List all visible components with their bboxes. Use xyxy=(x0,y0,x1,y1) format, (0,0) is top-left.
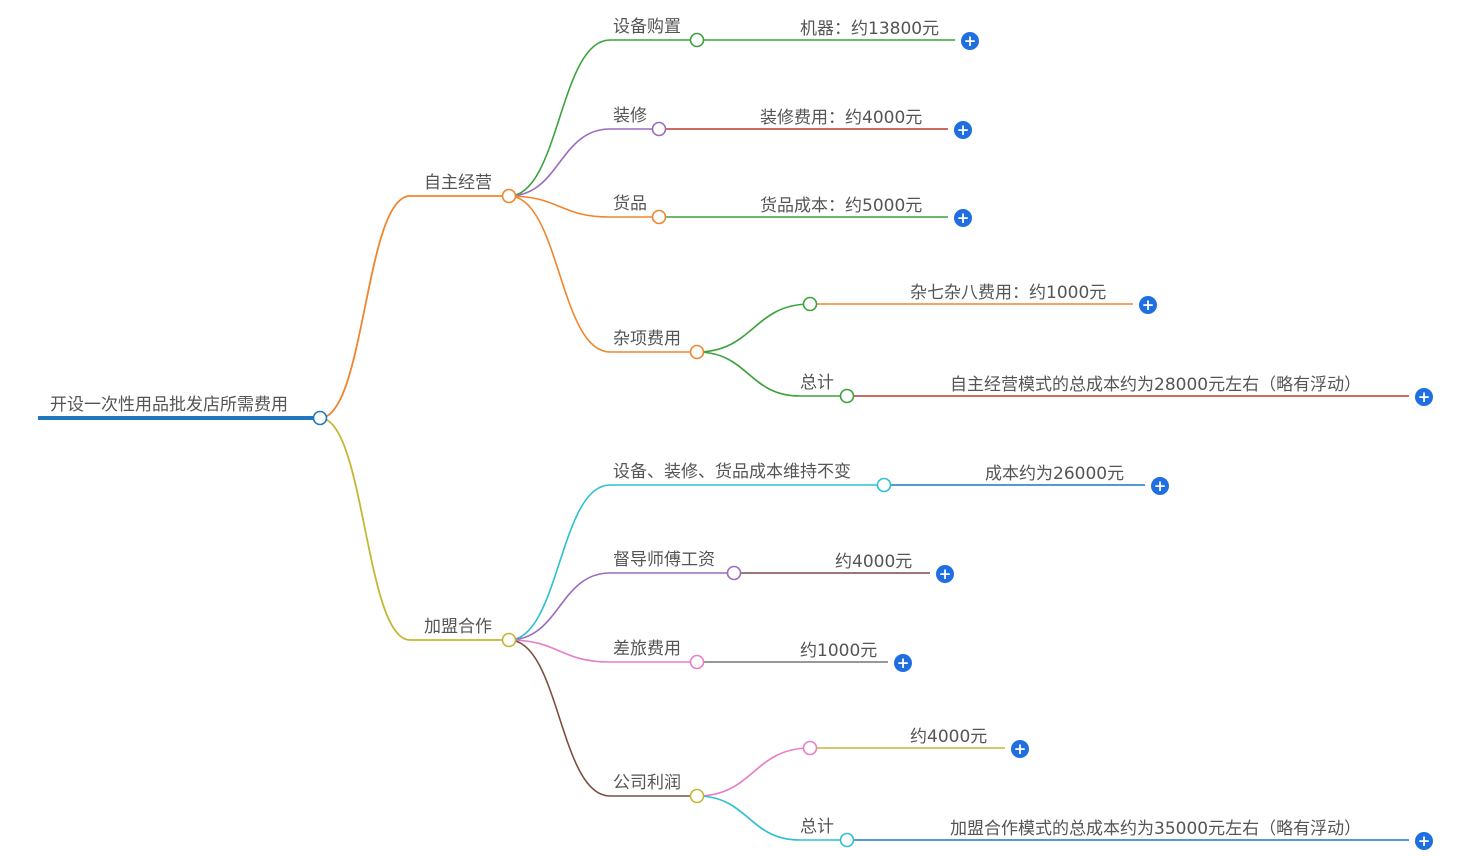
expand-node-button[interactable]: + xyxy=(936,565,954,583)
expand-node-button[interactable]: + xyxy=(1415,388,1433,406)
expand-node-button[interactable]: + xyxy=(894,654,912,672)
subtopic-label: 督导师傅工资 xyxy=(613,550,715,570)
branch-node-circle xyxy=(501,188,517,204)
subtopic-label: 差旅费用 xyxy=(613,639,681,659)
expand-node-button[interactable]: + xyxy=(1151,477,1169,495)
subtopic-connector xyxy=(508,639,611,797)
detail-label: 总计 xyxy=(800,373,834,393)
subtopic-connector xyxy=(508,195,611,353)
subtopic-node-circle xyxy=(689,344,705,360)
detail-connector xyxy=(696,795,801,841)
leaf-label: 杂七杂八费用：约1000元 xyxy=(910,283,1107,303)
leaf-label: 成本约为26000元 xyxy=(985,464,1125,484)
detail-node-circle xyxy=(802,740,818,756)
expand-node-button[interactable]: + xyxy=(1415,832,1433,850)
leaf-label: 自主经营模式的总成本约为28000元左右（略有浮动） xyxy=(950,375,1362,395)
subtopic-node-circle xyxy=(651,121,667,137)
subtopic-node-circle xyxy=(876,477,892,493)
leaf-label: 约1000元 xyxy=(800,641,878,661)
branch-node-circle xyxy=(501,632,517,648)
subtopic-connector xyxy=(508,572,611,641)
detail-connector xyxy=(696,351,801,397)
expand-node-button[interactable]: + xyxy=(1011,740,1029,758)
expand-node-button[interactable]: + xyxy=(954,209,972,227)
subtopic-label: 杂项费用 xyxy=(613,329,681,349)
branch-topic-label: 自主经营 xyxy=(424,173,492,193)
expand-node-button[interactable]: + xyxy=(1139,296,1157,314)
subtopic-node-circle xyxy=(689,32,705,48)
subtopic-node-circle xyxy=(726,565,742,581)
subtopic-connector xyxy=(508,639,611,663)
leaf-label: 约4000元 xyxy=(835,552,913,572)
detail-connector xyxy=(696,303,811,353)
detail-label: 总计 xyxy=(800,817,834,837)
subtopic-label: 设备购置 xyxy=(613,17,681,37)
detail-connector xyxy=(696,747,811,797)
subtopic-node-circle xyxy=(689,654,705,670)
subtopic-label: 公司利润 xyxy=(613,773,681,793)
detail-node-circle xyxy=(839,832,855,848)
root-node-circle xyxy=(312,410,328,426)
leaf-label: 货品成本：约5000元 xyxy=(760,196,923,216)
branch-connector xyxy=(319,417,411,641)
root-topic-label: 开设一次性用品批发店所需费用 xyxy=(50,395,288,415)
leaf-label: 约4000元 xyxy=(910,727,988,747)
subtopic-label: 货品 xyxy=(613,194,647,214)
branch-connector xyxy=(319,195,411,419)
leaf-label: 加盟合作模式的总成本约为35000元左右（略有浮动） xyxy=(950,819,1362,839)
subtopic-label: 装修 xyxy=(613,106,647,126)
subtopic-connector xyxy=(508,484,611,641)
expand-node-button[interactable]: + xyxy=(954,121,972,139)
subtopic-node-circle xyxy=(651,209,667,225)
subtopic-label: 设备、装修、货品成本维持不变 xyxy=(613,462,851,482)
detail-node-circle xyxy=(839,388,855,404)
expand-node-button[interactable]: + xyxy=(961,32,979,50)
subtopic-node-circle xyxy=(689,788,705,804)
leaf-label: 机器：约13800元 xyxy=(800,19,940,39)
subtopic-connector xyxy=(508,39,611,197)
detail-node-circle xyxy=(802,296,818,312)
subtopic-connector xyxy=(508,128,611,197)
subtopic-connector xyxy=(508,195,611,218)
leaf-label: 装修费用：约4000元 xyxy=(760,108,923,128)
branch-topic-label: 加盟合作 xyxy=(424,617,492,637)
